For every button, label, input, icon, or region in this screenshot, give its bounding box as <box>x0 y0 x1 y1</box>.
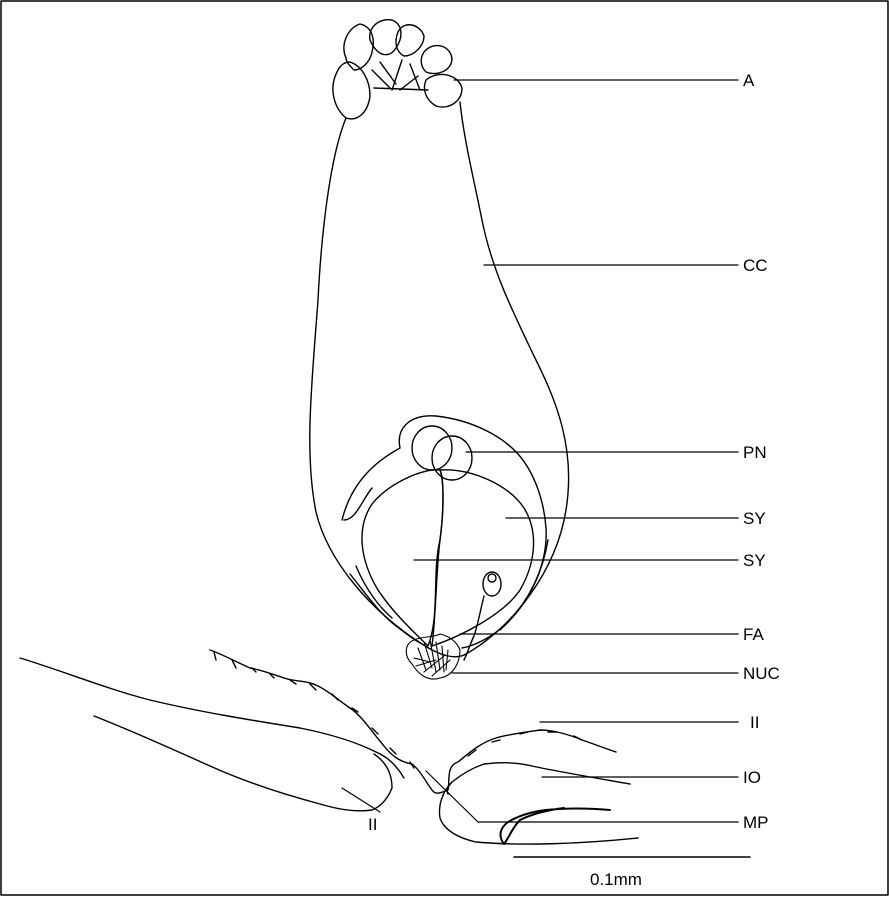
label-mp: MP <box>743 813 769 832</box>
antipodal-cells <box>333 20 462 119</box>
leader-lines <box>342 80 738 822</box>
label-ii-right: II <box>750 713 759 732</box>
label-fa: FA <box>743 625 764 644</box>
integument-left-upper <box>20 658 404 778</box>
label-nuc: NUC <box>743 664 780 683</box>
scale-bar-label: 0.1mm <box>590 870 642 889</box>
label-cc: CC <box>743 256 768 275</box>
egg-nucleus <box>483 572 501 596</box>
label-io: IO <box>743 768 761 787</box>
integument-left-lower <box>94 716 392 811</box>
label-sy-2: SY <box>743 551 766 570</box>
label-sy-1: SY <box>743 509 766 528</box>
label-a: A <box>743 71 755 90</box>
label-pn: PN <box>743 443 767 462</box>
central-cell-outline <box>310 102 569 657</box>
integument-right-outer <box>447 763 630 794</box>
inner-opening <box>501 808 610 844</box>
label-ii-left: II <box>368 815 377 834</box>
